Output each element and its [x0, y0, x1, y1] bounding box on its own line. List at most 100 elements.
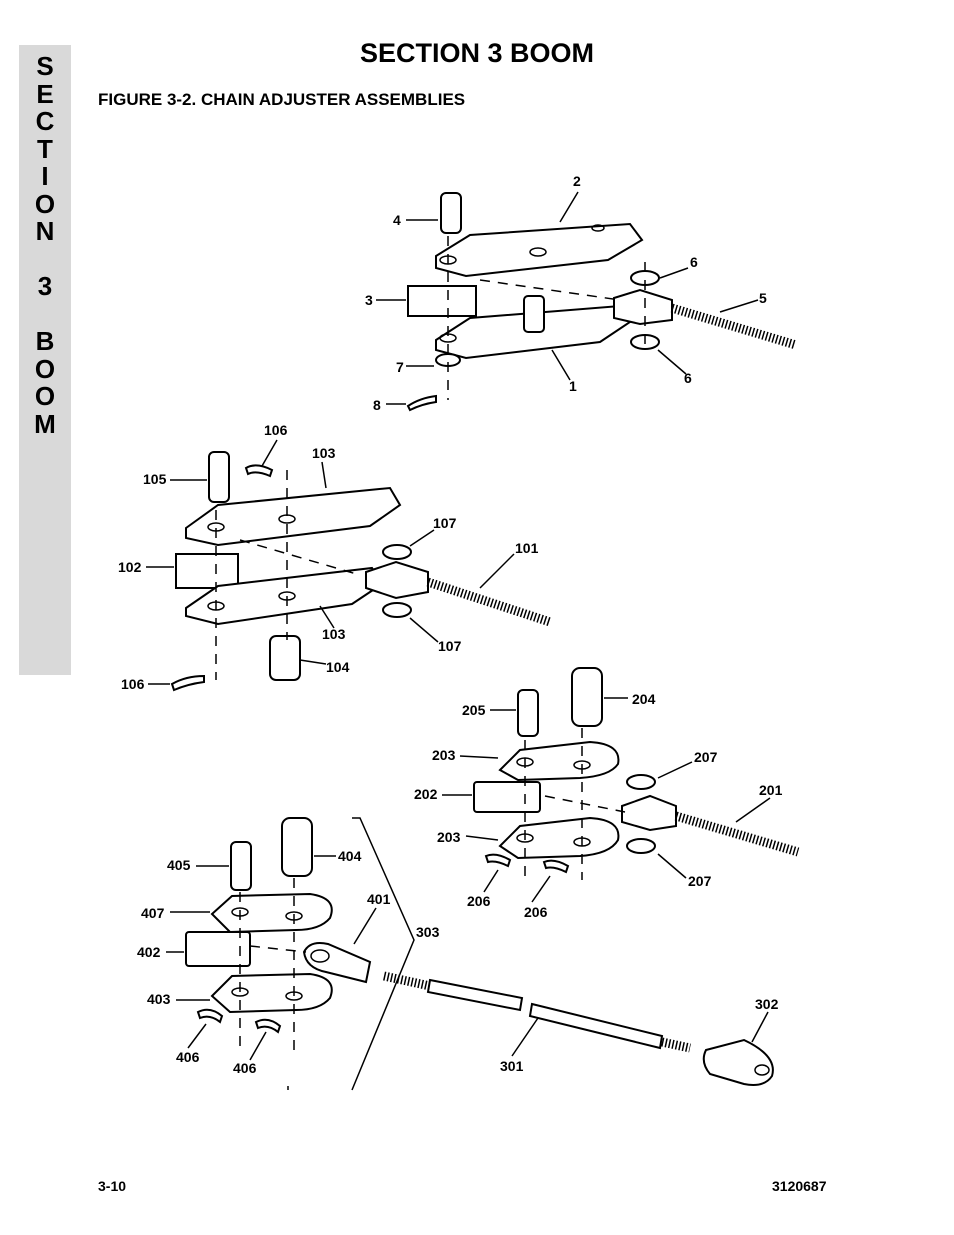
assembly-1-group [406, 192, 798, 412]
side-tab-letter: O [34, 353, 56, 384]
callout-404: 404 [338, 848, 362, 864]
side-tab-letter: C [35, 106, 55, 136]
plate-103-bottom [185, 566, 384, 626]
block-402 [185, 931, 251, 967]
callout-labels: 4 2 3 6 5 6 7 1 8 106 103 105 107 101 10… [118, 173, 783, 1076]
threaded-rod-201 [674, 811, 800, 857]
side-tab-letter: O [34, 188, 56, 219]
cotter-pin-206-right [542, 859, 570, 874]
callout-203: 203 [437, 829, 461, 845]
callout-6: 6 [690, 254, 698, 270]
callout-204: 204 [632, 691, 656, 707]
centerline [479, 279, 621, 301]
callout-103: 103 [322, 626, 346, 642]
assembly-101-group [170, 451, 552, 692]
block-102 [175, 553, 239, 589]
callout-4: 4 [393, 212, 401, 228]
callout-3: 3 [365, 292, 373, 308]
washer-207-bottom [626, 838, 656, 854]
callout-207: 207 [694, 749, 718, 765]
washer-107-bottom [382, 602, 412, 618]
assembly-201-group [473, 667, 800, 880]
callout-206: 206 [467, 893, 491, 909]
figure-title: FIGURE 3-2. CHAIN ADJUSTER ASSEMBLIES [98, 90, 466, 109]
threaded-rod-101 [426, 577, 552, 627]
cotter-pin-106-bottom [170, 674, 205, 692]
plate-407 [210, 892, 333, 934]
leader-lines [146, 191, 771, 1061]
pin-104 [269, 635, 301, 681]
callout-203: 203 [432, 747, 456, 763]
pin-4 [440, 192, 462, 234]
callout-5: 5 [759, 290, 767, 306]
pin-405 [230, 841, 252, 891]
pin-upright [523, 295, 545, 333]
assembly-401-group [185, 817, 774, 1091]
block-3 [407, 285, 477, 317]
rod-301-right [528, 1002, 664, 1050]
callout-303: 303 [416, 924, 440, 940]
callout-403: 403 [147, 991, 171, 1007]
side-tab-letter: O [34, 381, 56, 411]
bracket-303 [351, 817, 415, 1091]
side-tab-letter: I [41, 161, 49, 191]
cotter-pin-106-top [244, 464, 274, 478]
cotter-pin-206-left [484, 853, 512, 868]
callout-1: 1 [569, 378, 577, 394]
callout-202: 202 [414, 786, 438, 802]
centerline [544, 795, 626, 813]
side-tab-letter: N [35, 216, 55, 246]
side-tab-letters: S E C T I O N 3 B O O M [19, 51, 71, 439]
pin-205 [517, 689, 539, 737]
callout-201: 201 [759, 782, 783, 798]
callout-104: 104 [326, 659, 350, 675]
centerline [249, 945, 307, 953]
connector-eye [754, 1064, 770, 1076]
clevis-201 [621, 794, 677, 832]
cotter-pin-406-left [196, 1008, 224, 1024]
callout-407: 407 [141, 905, 165, 921]
block-202 [473, 781, 541, 813]
plate-hole [591, 224, 605, 232]
threaded-end-301-left [383, 971, 431, 991]
side-tab-letter: T [37, 133, 53, 164]
side-tab-letter: B [35, 326, 55, 356]
callout-107: 107 [433, 515, 457, 531]
side-tab-letter: M [34, 408, 56, 439]
washer-107-top [382, 544, 412, 560]
callout-106: 106 [264, 422, 288, 438]
callout-6: 6 [684, 370, 692, 386]
washer-207-top [626, 774, 656, 790]
rod-301-left [426, 978, 524, 1012]
pin-105 [208, 451, 230, 503]
plate-203-bottom [498, 816, 620, 860]
callout-406: 406 [176, 1049, 200, 1065]
plate-403 [210, 972, 333, 1014]
callout-2: 2 [573, 173, 581, 189]
callout-405: 405 [167, 857, 191, 873]
callout-105: 105 [143, 471, 167, 487]
callout-301: 301 [500, 1058, 524, 1074]
side-tab-letter: E [36, 78, 54, 109]
callout-8: 8 [373, 397, 381, 413]
rod-end-401 [302, 942, 372, 984]
callout-402: 402 [137, 944, 161, 960]
cotter-pin-406-right [254, 1018, 282, 1034]
clevis-5 [613, 288, 673, 326]
page-number: 3-10 [98, 1178, 127, 1194]
callout-406: 406 [233, 1060, 257, 1076]
plate-2 [435, 222, 644, 278]
clevis-101 [365, 560, 429, 600]
callout-206: 206 [524, 904, 548, 920]
threaded-rod-5 [670, 303, 798, 350]
rod-end-eye [310, 949, 330, 963]
side-tab-letter: S [36, 51, 54, 81]
section-side-tab: S E C T I O N 3 B O O M [19, 45, 71, 675]
callout-101: 101 [515, 540, 539, 556]
section-title: SECTION 3 BOOM [359, 38, 595, 68]
cotter-pin-8 [406, 394, 437, 412]
callout-107: 107 [438, 638, 462, 654]
callout-401: 401 [367, 891, 391, 907]
plate-hole [529, 247, 547, 257]
